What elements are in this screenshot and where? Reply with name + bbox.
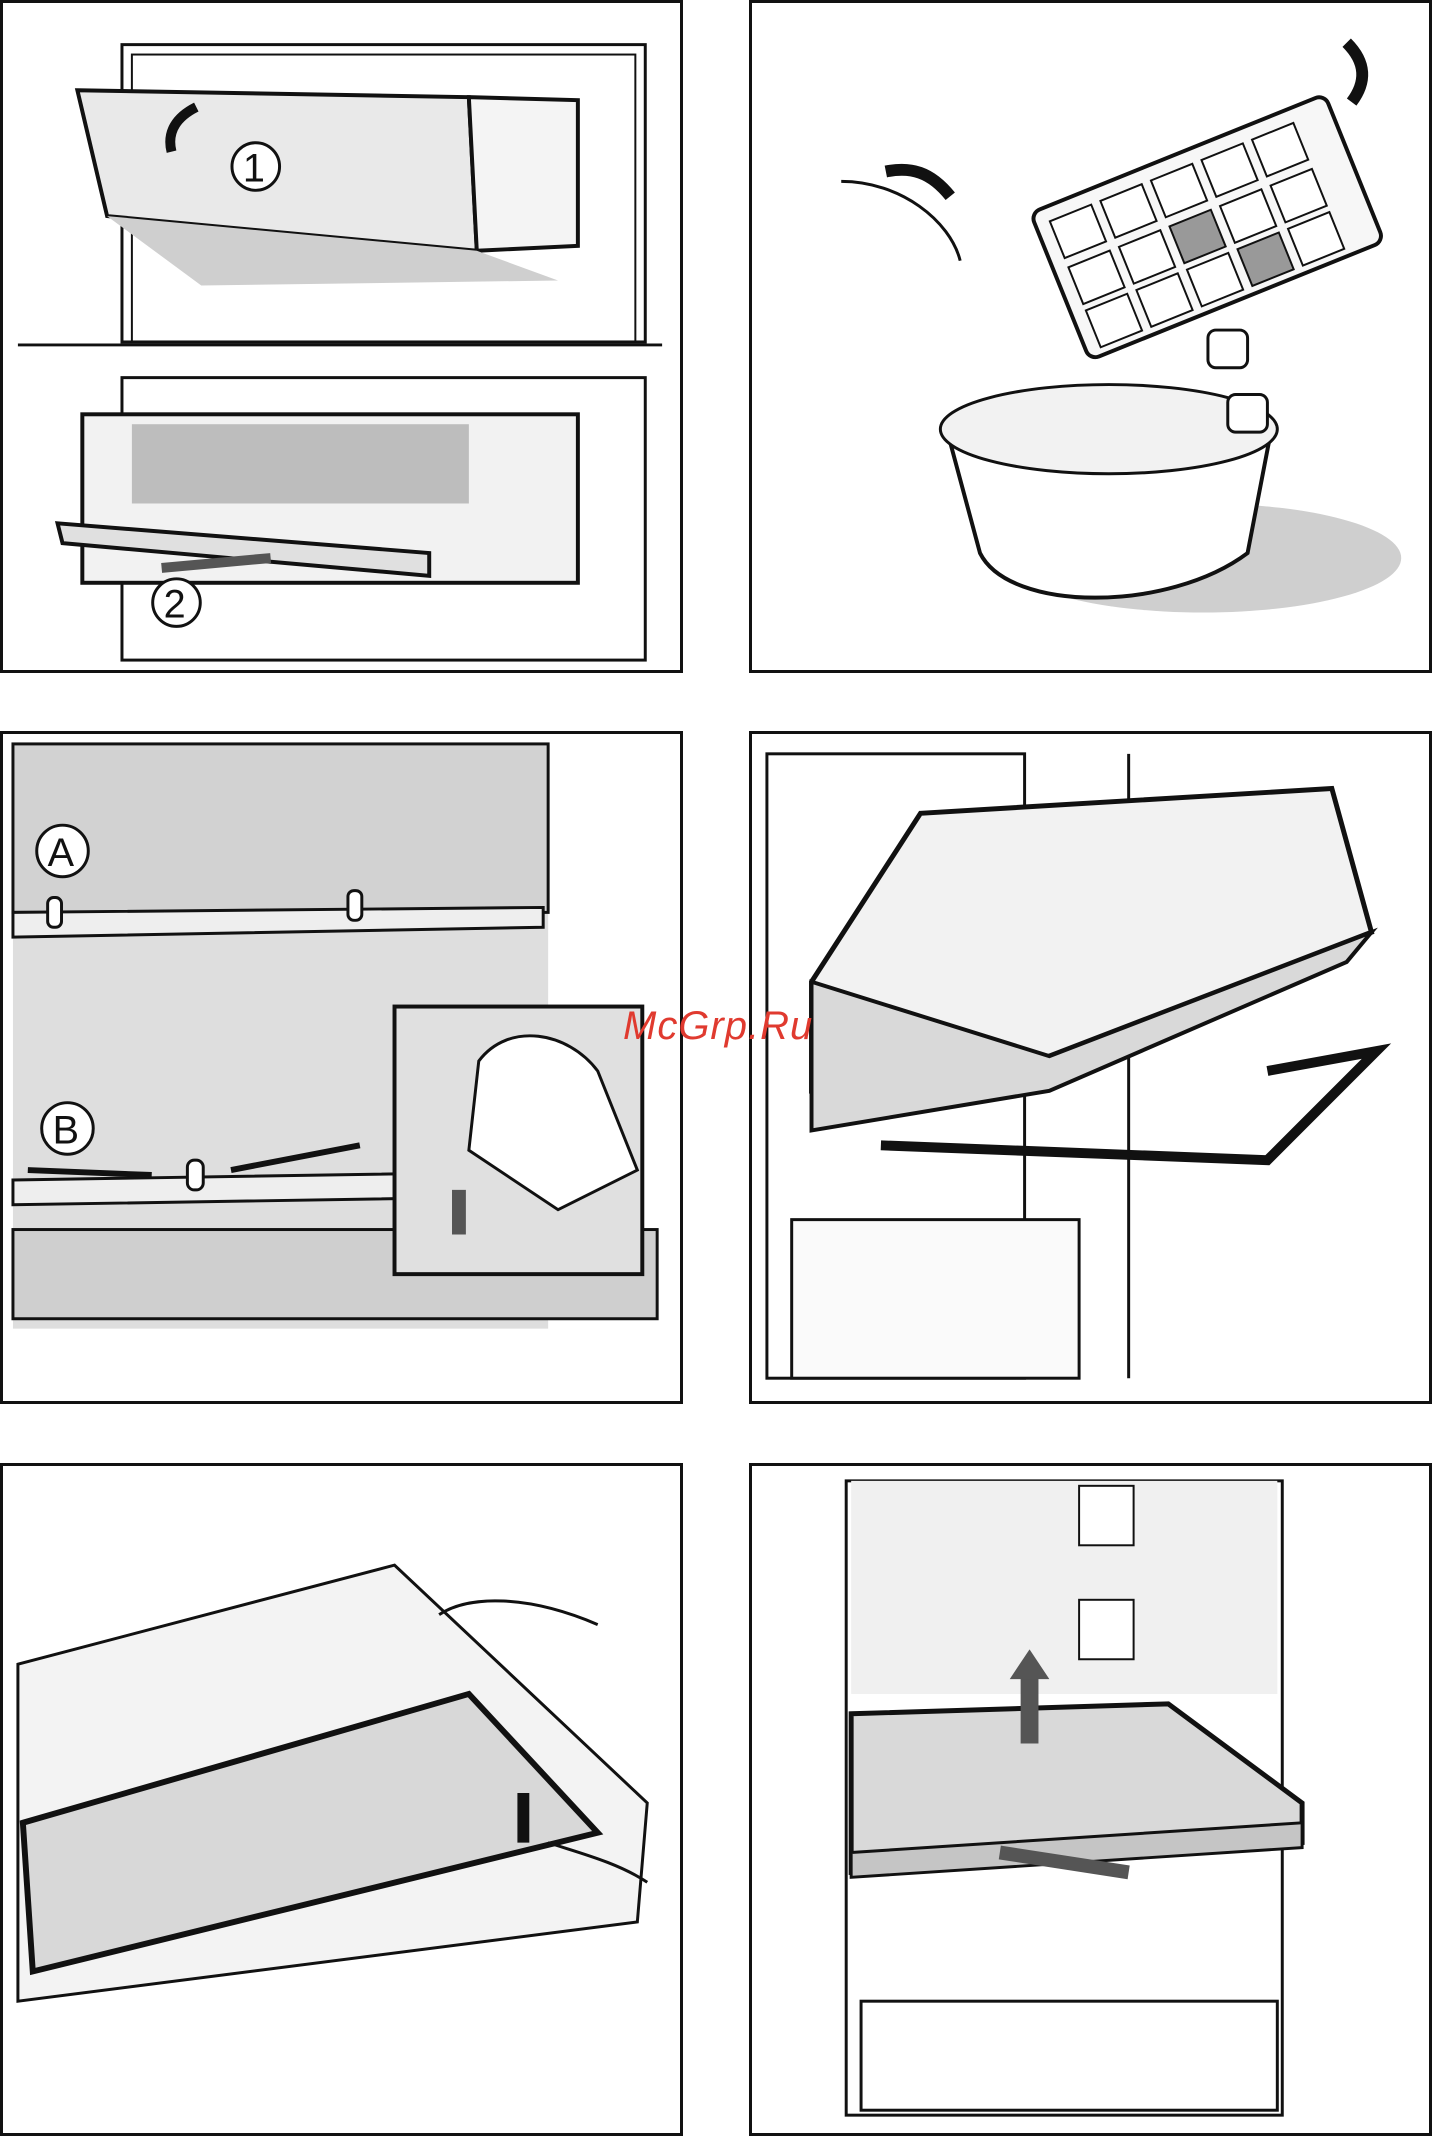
ice-tray-illustration <box>752 3 1429 670</box>
callout-b-label: B <box>53 1108 79 1152</box>
panel-cover-grille <box>0 1463 683 2136</box>
panel-freezer-flap: 1 2 <box>0 0 683 673</box>
panel-shelf-detail: A B <box>0 731 683 1404</box>
drawer-removal-illustration <box>752 734 1429 1401</box>
freezer-flap-illustration: 1 2 <box>3 3 680 670</box>
callout-2-label: 2 <box>164 582 186 626</box>
panel-fridge-drawer <box>749 1463 1432 2136</box>
fridge-drawer-illustration <box>752 1466 1429 2133</box>
callout-a-label: A <box>48 831 75 875</box>
panel-ice-tray <box>749 0 1432 673</box>
shelf-detail-illustration: A B <box>3 734 680 1401</box>
cover-grille-illustration <box>3 1466 680 2133</box>
watermark: McGrp.Ru <box>623 1004 813 1049</box>
panel-drawer-removal <box>749 731 1432 1404</box>
callout-1-label: 1 <box>243 146 265 190</box>
